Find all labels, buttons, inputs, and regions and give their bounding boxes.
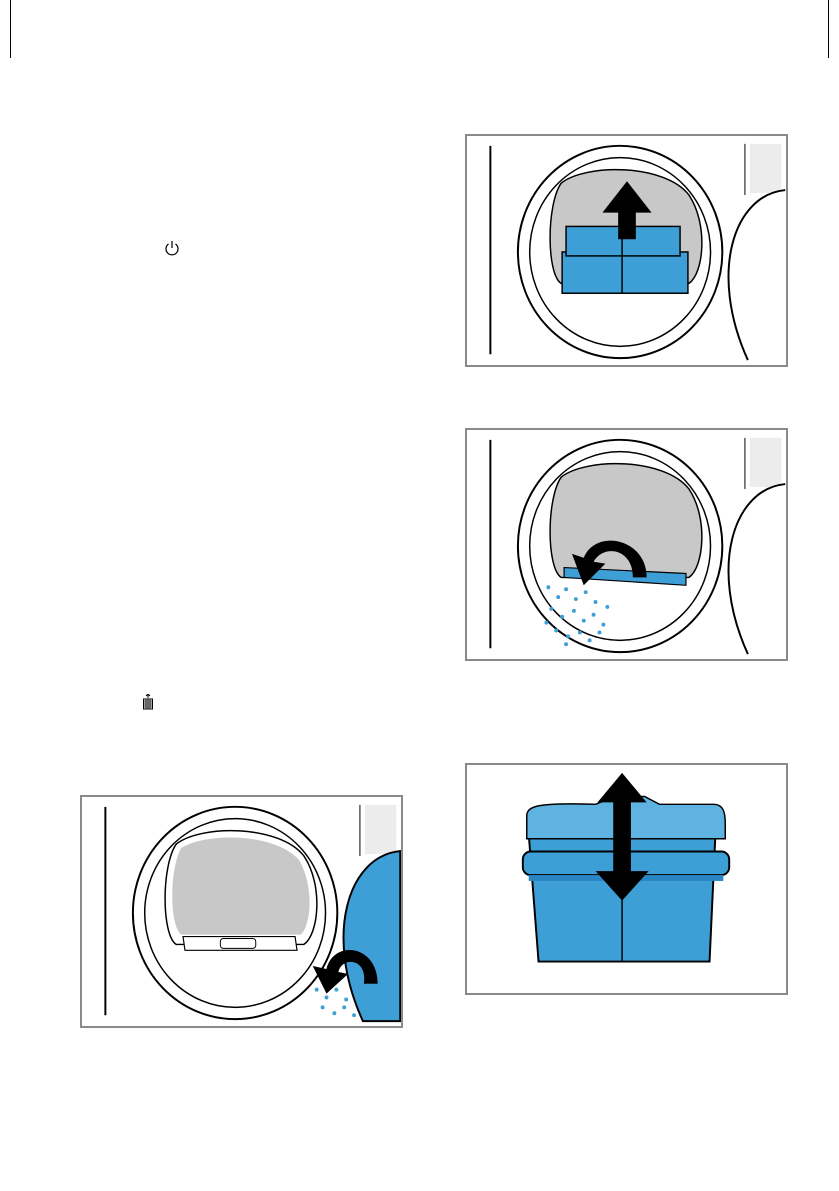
figure-separate-filter	[465, 763, 788, 995]
crop-mark-right	[828, 0, 829, 58]
figure-wipe-fluff	[465, 428, 788, 661]
filter-clean-icon	[141, 694, 155, 710]
figure-lift-filter	[465, 134, 788, 367]
crop-mark-left	[10, 0, 11, 58]
figure-door-seal	[80, 795, 403, 1028]
power-icon	[164, 239, 180, 257]
